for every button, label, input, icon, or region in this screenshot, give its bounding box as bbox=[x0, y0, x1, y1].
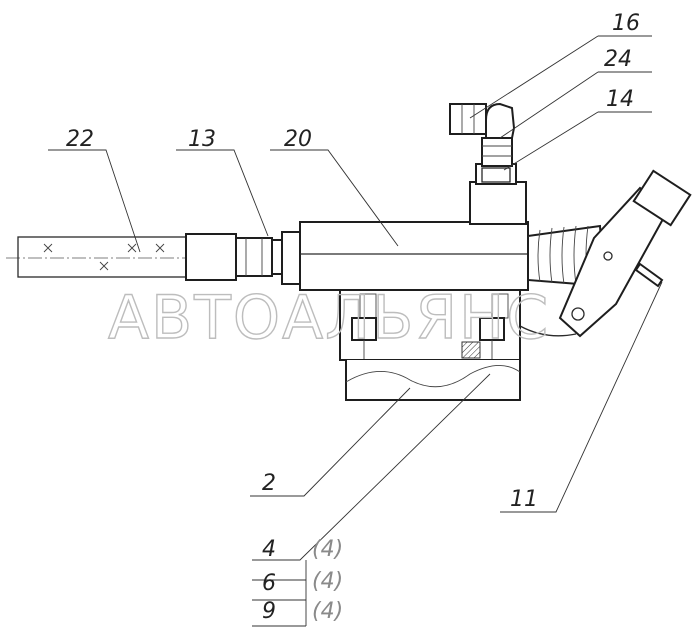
fastener-qty-6: (4) bbox=[312, 569, 343, 594]
fastener-item-6: 6 bbox=[262, 571, 276, 596]
fastener-item-4: 4 bbox=[262, 537, 276, 562]
watermark-text: АВТОАЛЬЯНС bbox=[108, 283, 550, 353]
union-14 bbox=[469, 163, 527, 225]
fastener-qty-9: (4) bbox=[312, 599, 343, 624]
coupling-24 bbox=[481, 137, 513, 167]
lever-arm-11 bbox=[507, 169, 692, 338]
callout-14: 14 bbox=[606, 87, 634, 112]
fastener-item-9: 9 bbox=[262, 599, 276, 624]
callout-22: 22 bbox=[66, 127, 94, 152]
hose-22 bbox=[17, 236, 187, 278]
callout-16: 16 bbox=[612, 11, 640, 36]
callout-20: 20 bbox=[284, 127, 312, 152]
callout-2: 2 bbox=[262, 471, 276, 496]
callout-13: 13 bbox=[188, 127, 216, 152]
callout-24: 24 bbox=[604, 47, 632, 72]
fastener-table: 4 (4) 6 (4) 9 (4) bbox=[262, 537, 343, 624]
cylinder-body-20 bbox=[299, 221, 529, 291]
fastener-qty-4: (4) bbox=[312, 537, 343, 562]
fitting-13 bbox=[185, 231, 301, 285]
elbow-fitting-16 bbox=[449, 102, 516, 139]
leader-lines bbox=[48, 35, 663, 627]
frame-section bbox=[345, 360, 521, 401]
callout-11: 11 bbox=[510, 487, 538, 512]
